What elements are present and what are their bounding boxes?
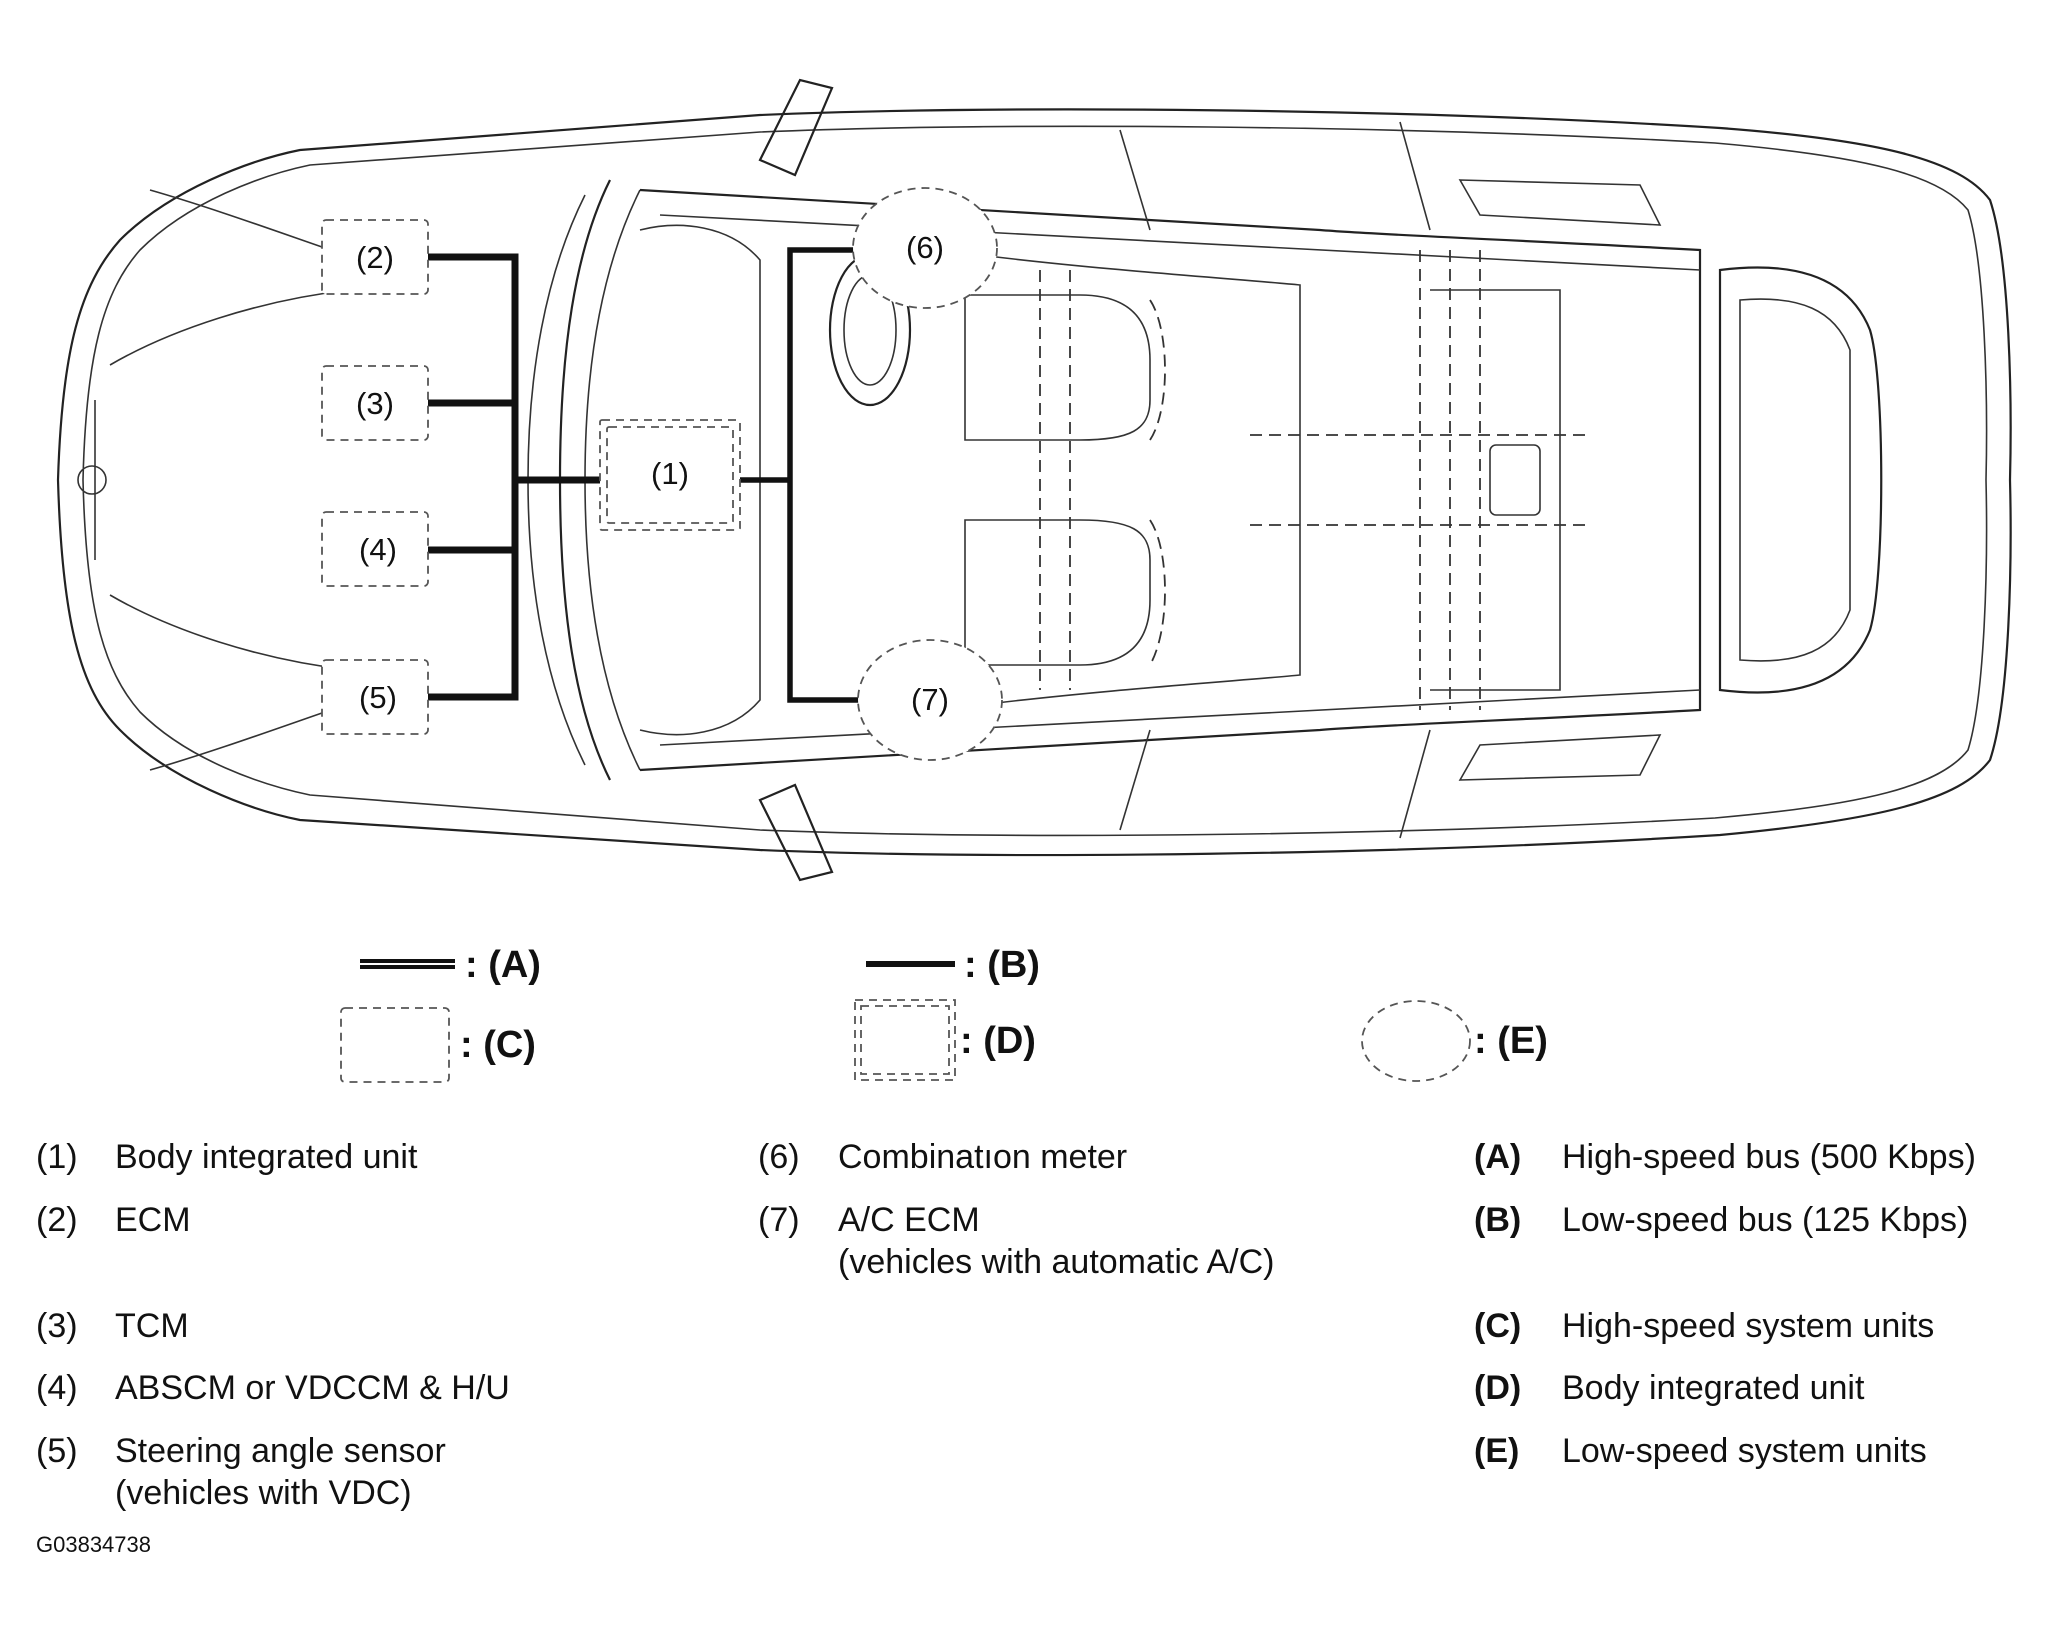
unit-6-label: (6) [906, 230, 944, 265]
unit-7-ac-ecm: (7) [857, 639, 1003, 761]
key-num-7: (7) [758, 1201, 800, 1239]
unit-5-label: (5) [359, 680, 397, 715]
key-note-7: (vehicles with automatic A/C) [838, 1243, 1275, 1281]
key-code-b: (B) [1474, 1201, 1522, 1239]
legend-e: : (E) [1361, 1000, 1548, 1082]
legend-c-label: : (C) [460, 1024, 536, 1066]
key-name-1: Body integrated unit [115, 1138, 418, 1176]
unit-4-label: (4) [359, 532, 397, 567]
key-num-3: (3) [36, 1307, 78, 1345]
key-num-4: (4) [36, 1369, 78, 1407]
key-name-7: A/C ECM [838, 1201, 980, 1239]
figure-id: G03834738 [36, 1532, 151, 1557]
unit-6-combination-meter: (6) [852, 187, 998, 309]
legend-a-label: : (A) [465, 944, 541, 986]
key-desc-a: High-speed bus (500 Kbps) [1562, 1138, 1976, 1176]
legend-b-label: : (B) [964, 944, 1040, 986]
legend-b: : (B) [866, 944, 1040, 986]
low-speed-bus-lines [740, 247, 870, 703]
key-num-1: (1) [36, 1138, 78, 1176]
unit-5-steering-sensor: (5) [321, 659, 429, 735]
key-name-4: ABSCM or VDCCM & H/U [115, 1369, 510, 1407]
legend-c: : (C) [340, 1007, 536, 1083]
key-name-2: ECM [115, 1201, 191, 1239]
high-speed-bus-lines [428, 253, 600, 701]
key-name-6: Combinatıon meter [838, 1138, 1128, 1176]
key-name-3: TCM [115, 1307, 189, 1345]
unit-2-label: (2) [356, 240, 394, 275]
key-num-6: (6) [758, 1138, 800, 1176]
legend-d: : (D) [854, 999, 1036, 1081]
key-note-5: (vehicles with VDC) [115, 1474, 412, 1512]
key-num-2: (2) [36, 1201, 78, 1239]
key-desc-e: Low-speed system units [1562, 1432, 1927, 1470]
key-desc-d: Body integrated unit [1562, 1369, 1865, 1407]
key-desc-b: Low-speed bus (125 Kbps) [1562, 1201, 1969, 1239]
legend-d-label: : (D) [960, 1020, 1036, 1062]
key-name-5: Steering angle sensor [115, 1432, 446, 1470]
key-num-5: (5) [36, 1432, 78, 1470]
unit-4-abscm: (4) [321, 511, 429, 587]
unit-3-tcm: (3) [321, 365, 429, 441]
key-code-e: (E) [1474, 1432, 1520, 1470]
key-code-d: (D) [1474, 1369, 1522, 1407]
unit-1-body-integrated: (1) [599, 419, 741, 531]
car-top-view [56, 78, 2012, 882]
key-desc-c: High-speed system units [1562, 1307, 1935, 1345]
unit-1-label: (1) [651, 456, 689, 491]
unit-7-label: (7) [911, 682, 949, 717]
unit-2-ecm: (2) [321, 219, 429, 295]
unit-3-label: (3) [356, 386, 394, 421]
legend-e-label: : (E) [1474, 1020, 1548, 1062]
key-code-c: (C) [1474, 1307, 1522, 1345]
key-code-a: (A) [1474, 1138, 1522, 1176]
legend-a: : (A) [360, 944, 541, 986]
